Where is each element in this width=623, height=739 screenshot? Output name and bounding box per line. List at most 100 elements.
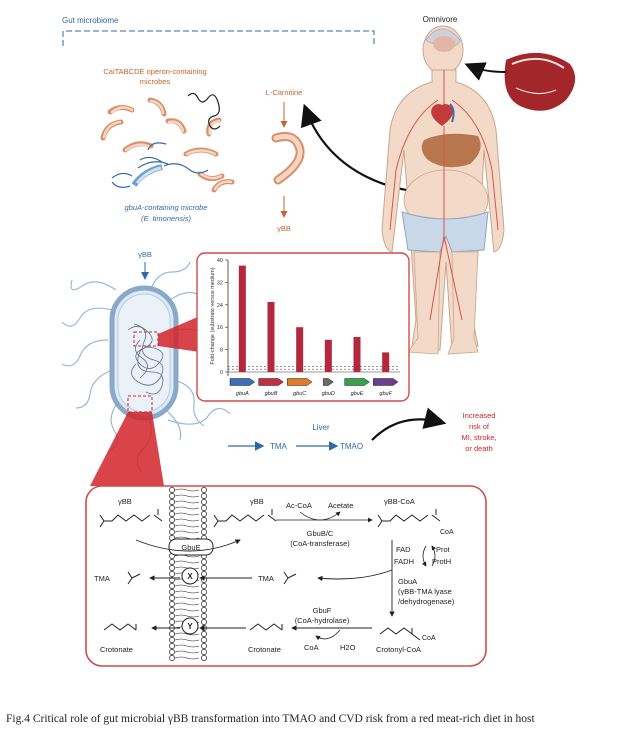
lipid-head [169, 505, 175, 511]
lipid-head [169, 589, 175, 595]
tma-label: TMA [270, 442, 288, 451]
lipid-head [169, 637, 175, 643]
molecule-crotonyl-coa [379, 627, 421, 641]
lipid-head [201, 649, 207, 655]
lipid-head [201, 595, 207, 601]
zoom-wedge-pathway [90, 412, 164, 486]
fad-label: FAD [396, 545, 411, 554]
gbua-label-1: GbuA [398, 577, 417, 586]
gbua-microbe-label-1: gbuA-containing microbe [125, 203, 208, 212]
coa-bottom-label: CoA [304, 643, 319, 652]
coa-release-arc [315, 629, 341, 641]
crotonyl-coa-label: Crotonyl-CoA [376, 645, 421, 654]
risk-line-2: risk of [469, 422, 490, 431]
lipid-head [201, 613, 207, 619]
omnivore-label: Omnivore [423, 15, 458, 24]
lipid-tail [174, 614, 200, 618]
lipid-tail [174, 530, 200, 534]
molecule-crotonate-left [103, 623, 137, 631]
lipid-head [201, 499, 207, 505]
crotonyl-coa-sub-label: CoA [422, 635, 436, 642]
molecule-tma-left [127, 571, 141, 585]
chart-bar [267, 302, 275, 372]
lipid-head [169, 499, 175, 505]
chart-x-tick-label: gbuD [322, 391, 335, 397]
figure-caption: Fig.4 Critical role of gut microbial γBB… [6, 713, 535, 725]
risk-line-1: Increased [463, 411, 496, 420]
transporter-y [181, 617, 199, 635]
lipid-tail [174, 656, 200, 660]
lipid-tail [174, 650, 200, 654]
lipid-tail [174, 638, 200, 642]
lipid-head [169, 517, 175, 523]
lipid-tail [174, 608, 200, 612]
crotonate-left-label: Crotonate [100, 645, 133, 654]
lipid-head [201, 643, 207, 649]
risk-line-4: or death [465, 444, 493, 453]
lipid-head [201, 571, 207, 577]
gbuf-label-2: (CoA-hydrolase) [295, 616, 350, 625]
chart-bar [353, 337, 361, 372]
lipid-tail [174, 518, 200, 522]
coa-right-label: CoA [440, 529, 454, 536]
lipid-head [201, 631, 207, 637]
gamma-bb-cell-label: γBB [138, 250, 152, 259]
chart-y-tick-label: 16 [217, 325, 223, 331]
lipid-head [169, 493, 175, 499]
cai-operon-label-1: CaiTABCDE operon-containing [103, 67, 206, 76]
lipid-head [169, 613, 175, 619]
lipid-head [201, 589, 207, 595]
lipid-head [169, 583, 175, 589]
chart-y-tick-label: 24 [217, 303, 223, 309]
chart-x-tick-label: gbuE [351, 391, 364, 397]
gbua-microbe [111, 142, 209, 188]
lipid-head [169, 529, 175, 535]
lipid-head [201, 493, 207, 499]
lipid-tail [174, 494, 200, 498]
gbue-label: GbuE [181, 543, 200, 552]
gene-arrow-gbuB [258, 378, 284, 386]
chart-y-tick-label: 40 [217, 258, 223, 264]
gbua-label-2: (γBB-TMA lyase [398, 587, 452, 596]
lipid-head [201, 487, 207, 493]
lipid-head [169, 649, 175, 655]
tmao-label: TMAO [340, 442, 363, 451]
chart-bar [324, 339, 332, 372]
gbuf-label-1: GbuF [313, 606, 332, 615]
lipid-tail [174, 488, 200, 492]
chart-y-tick-label: 32 [217, 280, 223, 286]
chart-y-tick-label: 0 [220, 370, 223, 376]
molecule-gbb-left [99, 509, 163, 528]
lipid-head [169, 523, 175, 529]
lipid-head [201, 517, 207, 523]
risk-line-3: MI, stroke, [461, 433, 496, 442]
lipid-tail [174, 596, 200, 600]
chart-x-tick-label: gbuA [236, 391, 249, 397]
crotonate-mid-label: Crotonate [248, 645, 281, 654]
lipid-tail [174, 584, 200, 588]
lipid-head [169, 631, 175, 637]
lipid-tail [174, 566, 200, 570]
dna-tangle [127, 323, 164, 395]
gbb-coa-label: γBB-CoA [384, 497, 415, 506]
prot-label: Prot [436, 545, 451, 554]
meat-to-human-arrow [464, 62, 507, 81]
lipid-head [169, 643, 175, 649]
lipid-head [169, 601, 175, 607]
chart-bar [382, 352, 390, 372]
l-carnitine-label: L-Carnitine [266, 88, 303, 97]
lipid-head [169, 571, 175, 577]
microbe-cluster [100, 97, 235, 193]
lipid-head [201, 607, 207, 613]
lipid-head [201, 505, 207, 511]
lipid-tail [174, 500, 200, 504]
tmao-to-risk-arrow [371, 407, 447, 441]
molecule-crotonate-mid [249, 623, 283, 631]
transporter-y-label: Y [187, 622, 193, 631]
gene-arrow-gbuF [373, 378, 399, 386]
lipid-tail [174, 560, 200, 564]
molecule-gbb-mid [213, 509, 277, 528]
gut-microbiome-title: Gut microbiome [62, 16, 119, 25]
